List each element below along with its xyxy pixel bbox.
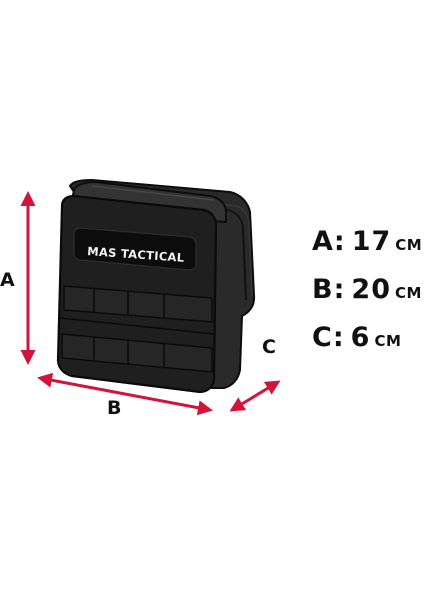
arrow-depth-c — [229, 380, 281, 412]
dimension-label-b: B — [107, 397, 122, 419]
spec-value: 17 — [351, 226, 392, 257]
dimension-spec-list: A : 17 CM B : 20 CM C : 6 CM — [312, 226, 422, 370]
spec-key: C — [312, 322, 333, 353]
molle-webbing — [61, 285, 213, 373]
spec-row-b: B : 20 CM — [312, 274, 422, 322]
brand-patch: MAS TACTICAL — [73, 227, 197, 271]
spec-value: 20 — [351, 274, 391, 305]
spec-unit: CM — [395, 236, 423, 254]
brand-label: MAS TACTICAL — [87, 244, 185, 265]
dimension-arrows — [20, 191, 281, 416]
dimension-label-a: A — [0, 269, 15, 291]
spec-row-c: C : 6 CM — [312, 322, 422, 370]
spec-row-a: A : 17 CM — [312, 226, 422, 274]
spec-unit: CM — [374, 332, 402, 350]
spec-separator: : — [333, 274, 345, 305]
dimension-label-c: C — [262, 336, 276, 358]
spec-separator: : — [333, 226, 345, 257]
arrow-width-b — [37, 372, 213, 416]
spec-key: B — [312, 274, 334, 305]
spec-value: 6 — [350, 322, 371, 353]
spec-key: A — [312, 226, 334, 257]
spec-unit: CM — [394, 284, 422, 302]
spec-separator: : — [332, 322, 344, 353]
